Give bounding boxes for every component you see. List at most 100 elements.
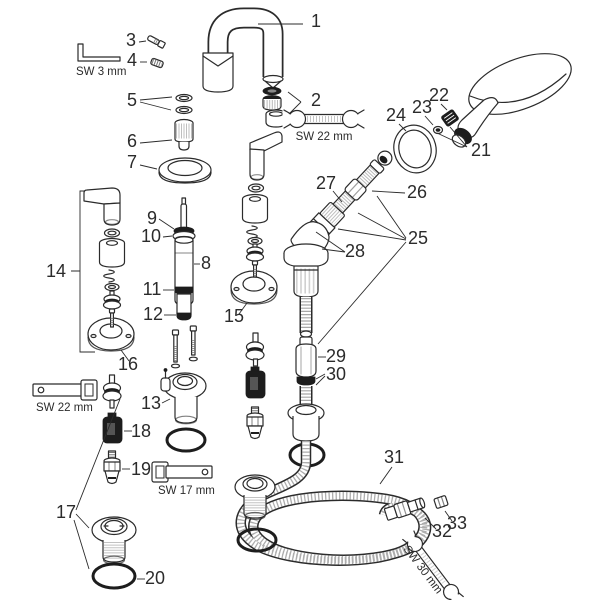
open-end-wrench-sw22-icon bbox=[282, 109, 366, 129]
cartridge-8 bbox=[172, 197, 196, 321]
label-3: 3 bbox=[126, 30, 147, 50]
label-24: 24 bbox=[386, 105, 407, 132]
right-handle-assembly bbox=[241, 131, 283, 262]
label-6: 6 bbox=[127, 131, 173, 151]
svg-text:15: 15 bbox=[224, 306, 244, 326]
svg-text:12: 12 bbox=[143, 304, 163, 324]
part13-oring bbox=[165, 427, 207, 453]
label-25: 25 bbox=[317, 195, 428, 345]
tool-label-sw3: SW 3 mm bbox=[76, 66, 126, 78]
spout bbox=[202, 7, 284, 93]
label-29: 29 bbox=[318, 346, 346, 366]
label-5: 5 bbox=[127, 90, 173, 111]
label-7: 7 bbox=[127, 152, 158, 172]
hand-shower bbox=[451, 53, 572, 148]
label-10: 10 bbox=[141, 226, 173, 246]
part-7-escutcheon-ring bbox=[158, 157, 212, 184]
center-oring bbox=[236, 527, 278, 553]
svg-text:7: 7 bbox=[127, 152, 137, 172]
part-24-seal-ring bbox=[393, 124, 437, 174]
svg-text:32: 32 bbox=[432, 521, 452, 541]
svg-text:21: 21 bbox=[471, 140, 491, 160]
label-11: 11 bbox=[143, 279, 174, 299]
check-valve-center bbox=[245, 332, 265, 367]
part-2-aerator-set bbox=[262, 86, 287, 128]
svg-text:6: 6 bbox=[127, 131, 137, 151]
part-6-aerator bbox=[174, 118, 194, 151]
label-23: 23 bbox=[412, 97, 434, 126]
open-end-wrench-sw30-icon bbox=[401, 529, 465, 600]
socket-wrench-sw22-icon bbox=[32, 379, 98, 401]
svg-text:27: 27 bbox=[316, 173, 336, 193]
part-3-screw bbox=[147, 35, 166, 49]
label-16: 16 bbox=[118, 349, 138, 374]
tool-label-sw22-socket: SW 22 mm bbox=[36, 402, 93, 414]
label-15: 15 bbox=[224, 302, 248, 326]
part-5-orings bbox=[175, 93, 193, 115]
svg-text:30: 30 bbox=[326, 364, 346, 384]
label-17: 17 bbox=[56, 398, 121, 570]
svg-text:4: 4 bbox=[127, 50, 137, 70]
svg-text:33: 33 bbox=[447, 513, 467, 533]
label-2: 2 bbox=[287, 90, 321, 116]
part-23-washer bbox=[432, 125, 444, 135]
part-number-1: 1 bbox=[311, 11, 321, 31]
socket-wrench-sw17-icon bbox=[151, 461, 213, 483]
svg-text:19: 19 bbox=[131, 459, 151, 479]
hose-connector-29-30 bbox=[295, 330, 317, 404]
right-handle-screw bbox=[251, 260, 259, 278]
svg-text:10: 10 bbox=[141, 226, 161, 246]
cartridge-center-dark bbox=[245, 366, 266, 399]
svg-text:20: 20 bbox=[145, 568, 165, 588]
label-8: 8 bbox=[194, 253, 211, 273]
label-18: 18 bbox=[124, 421, 151, 441]
valve-center bbox=[246, 406, 264, 440]
label-21: 21 bbox=[436, 126, 491, 160]
part-4-grub-screw bbox=[150, 57, 164, 69]
svg-text:31: 31 bbox=[384, 447, 404, 467]
label-28: 28 bbox=[315, 231, 365, 261]
svg-text:18: 18 bbox=[131, 421, 151, 441]
svg-text:29: 29 bbox=[326, 346, 346, 366]
svg-text:16: 16 bbox=[118, 354, 138, 374]
mounting-screws bbox=[170, 325, 198, 369]
label-26: 26 bbox=[371, 182, 427, 202]
shower-hose-coil bbox=[235, 441, 432, 566]
part-33-nut bbox=[433, 495, 449, 509]
label-30: 30 bbox=[315, 364, 346, 386]
check-valve-left bbox=[102, 374, 122, 409]
svg-text:2: 2 bbox=[311, 90, 321, 110]
label-19: 19 bbox=[122, 459, 151, 479]
tool-label-sw22-spout: SW 22 mm bbox=[296, 131, 353, 143]
label-20: 20 bbox=[137, 568, 165, 588]
label-4: 4 bbox=[127, 50, 147, 70]
svg-text:3: 3 bbox=[126, 30, 136, 50]
part-16-flange bbox=[87, 317, 135, 352]
left-handle-assembly bbox=[83, 187, 126, 310]
label-27: 27 bbox=[316, 173, 343, 203]
svg-text:9: 9 bbox=[147, 208, 157, 228]
part-15-flange bbox=[230, 270, 278, 305]
svg-text:11: 11 bbox=[143, 279, 162, 299]
part-19-valve bbox=[103, 450, 121, 485]
part-22-filter bbox=[441, 109, 459, 127]
allen-key-sw3-icon bbox=[77, 43, 121, 62]
part-20-oring bbox=[91, 562, 137, 590]
svg-text:14: 14 bbox=[46, 261, 66, 281]
tool-label-sw17: SW 17 mm bbox=[158, 485, 215, 497]
escutcheon-nut-left bbox=[91, 516, 137, 565]
label-12: 12 bbox=[143, 304, 176, 324]
label-33: 33 bbox=[444, 510, 467, 533]
svg-text:8: 8 bbox=[201, 253, 211, 273]
part-13-escutcheon-sleeve bbox=[160, 368, 207, 425]
part-18-cartridge bbox=[102, 412, 123, 444]
label-22: 22 bbox=[429, 85, 449, 111]
label-31: 31 bbox=[379, 447, 404, 485]
hose-end-fitting bbox=[383, 497, 426, 521]
svg-text:17: 17 bbox=[56, 502, 76, 522]
svg-text:22: 22 bbox=[429, 85, 449, 105]
svg-text:26: 26 bbox=[407, 182, 427, 202]
svg-text:25: 25 bbox=[408, 228, 428, 248]
svg-text:24: 24 bbox=[386, 105, 406, 125]
handle-screw bbox=[108, 308, 116, 328]
